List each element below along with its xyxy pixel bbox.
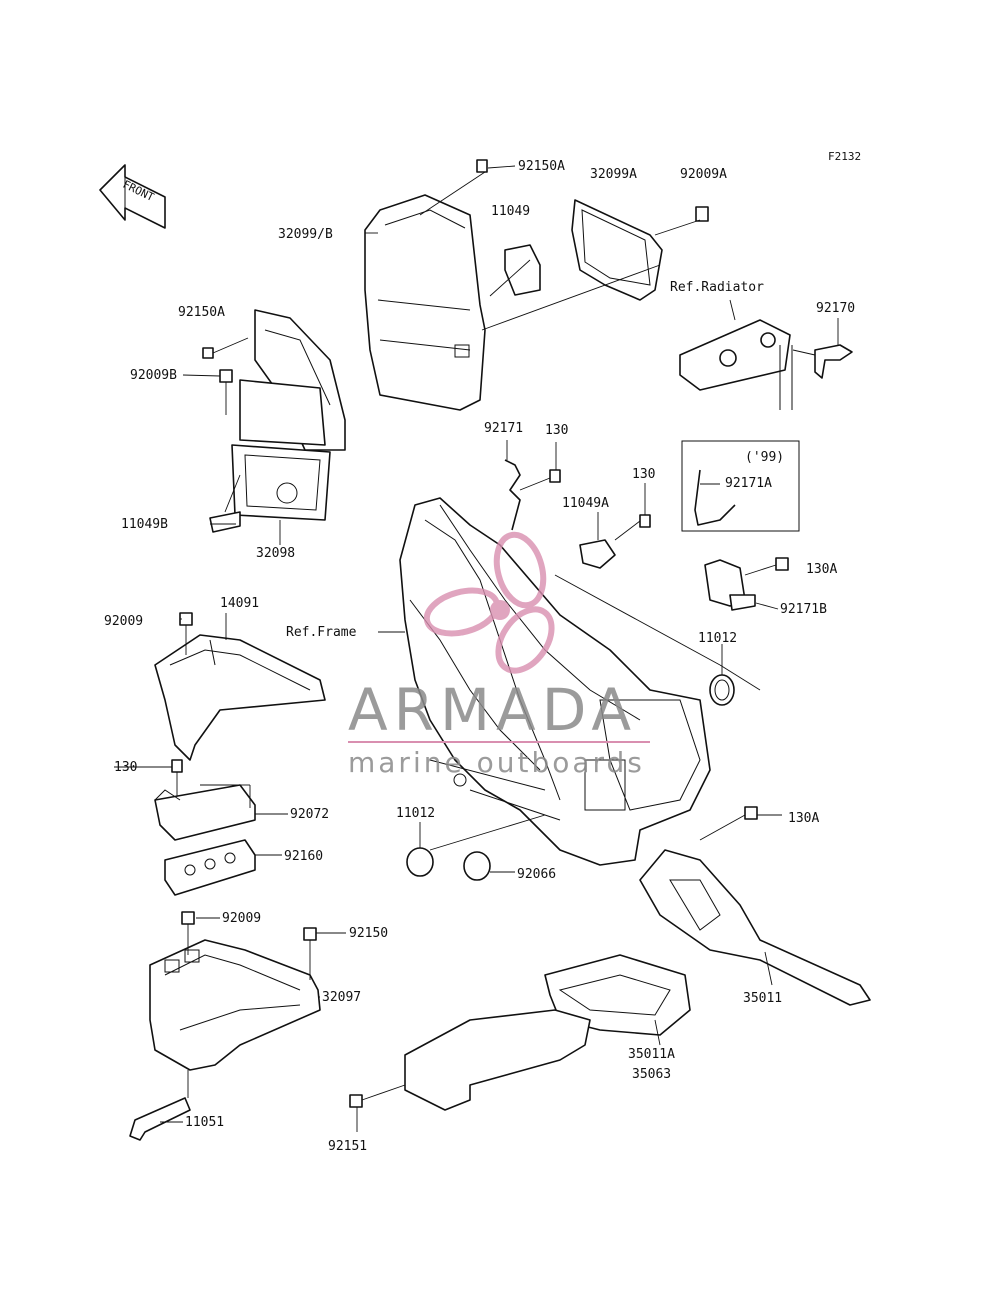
bolt-130-b (614, 483, 651, 541)
propeller-logo-icon (423, 531, 555, 674)
label-11051: 11051 (185, 1115, 224, 1130)
label-14091: 14091 (220, 596, 259, 611)
bolt-92150 (303, 927, 317, 980)
front-arrow-icon: FRONT (99, 164, 166, 229)
year-99-box: ('99) (681, 440, 800, 532)
radiator-reference (679, 299, 793, 410)
bracket-11049A (579, 512, 616, 569)
bracket-11051 (129, 1070, 191, 1141)
label-35011A: 35011A (628, 1047, 675, 1062)
wire-92171 (504, 440, 521, 531)
label-92009B: 92009B (130, 368, 177, 383)
bracket-11049 (504, 244, 541, 296)
armada-watermark: ARMADA marine outboards (348, 531, 650, 779)
cap-92066 (463, 851, 515, 881)
label-11012-right: 11012 (698, 631, 737, 646)
label-11049B: 11049B (121, 517, 168, 532)
label-92160: 92160 (284, 849, 323, 864)
seal-11012-right (709, 644, 735, 706)
label-92009A: 92009A (680, 167, 727, 182)
bolt-92150A-left (202, 337, 249, 359)
label-35063: 35063 (632, 1067, 671, 1082)
bracket-35011A (404, 954, 691, 1111)
label-32099A: 32099A (590, 167, 637, 182)
bracket-92072 (154, 784, 256, 841)
year-note: ('99) (745, 450, 784, 465)
holder-92160 (164, 839, 282, 896)
label-11049: 11049 (491, 204, 530, 219)
label-92150A-top: 92150A (518, 159, 565, 174)
label-92066: 92066 (517, 867, 556, 882)
clip-92171B (704, 559, 756, 611)
main-frame (399, 497, 711, 866)
label-92072: 92072 (290, 807, 329, 822)
bolt-92151 (349, 1084, 406, 1132)
label-92170: 92170 (816, 301, 855, 316)
bolt-130A-b (699, 806, 782, 841)
side-cover-32099B (364, 194, 486, 411)
bolt-130-c (171, 759, 183, 800)
bolt-92009B (219, 369, 233, 415)
label-130-b: 130 (632, 467, 655, 482)
label-92151: 92151 (328, 1139, 367, 1154)
figure-code: F2132 (828, 150, 861, 163)
cover-14091 (154, 613, 326, 761)
label-130-c: 130 (114, 760, 137, 775)
watermark-tagline: marine outboards (348, 746, 645, 779)
label-130-a: 130 (545, 423, 568, 438)
tray-32097 (149, 939, 321, 1071)
label-130A-a: 130A (806, 562, 837, 577)
label-92171: 92171 (484, 421, 523, 436)
label-130A-b: 130A (788, 811, 819, 826)
label-32099B: 32099/B (278, 227, 333, 242)
cover-32099A (571, 199, 663, 301)
label-92150: 92150 (349, 926, 388, 941)
watermark-name: ARMADA (348, 676, 637, 744)
label-32098: 32098 (256, 546, 295, 561)
label-92009-a: 92009 (104, 614, 143, 629)
label-92171B: 92171B (780, 602, 827, 617)
label-ref-frame: Ref.Frame (286, 625, 357, 640)
label-11049A: 11049A (562, 496, 609, 511)
label-92171A: 92171A (725, 476, 772, 491)
bolt-92009-b (181, 911, 195, 955)
bolt-130A-a (744, 557, 789, 576)
seal-11012-left (406, 822, 434, 877)
clip-92170 (792, 318, 853, 379)
label-92009-b: 92009 (222, 911, 261, 926)
bracket-35011 (639, 849, 871, 1006)
box-32098 (231, 379, 331, 545)
bolt-92009A (695, 206, 709, 222)
bracket-11049B (209, 474, 241, 533)
label-35011: 35011 (743, 991, 782, 1006)
label-32097: 32097 (322, 990, 361, 1005)
bolt-92150A-top (476, 159, 488, 173)
label-11012-left: 11012 (396, 806, 435, 821)
bolt-130-a (519, 442, 561, 491)
label-92150A-left: 92150A (178, 305, 225, 320)
label-ref-radiator: Ref.Radiator (670, 280, 764, 295)
